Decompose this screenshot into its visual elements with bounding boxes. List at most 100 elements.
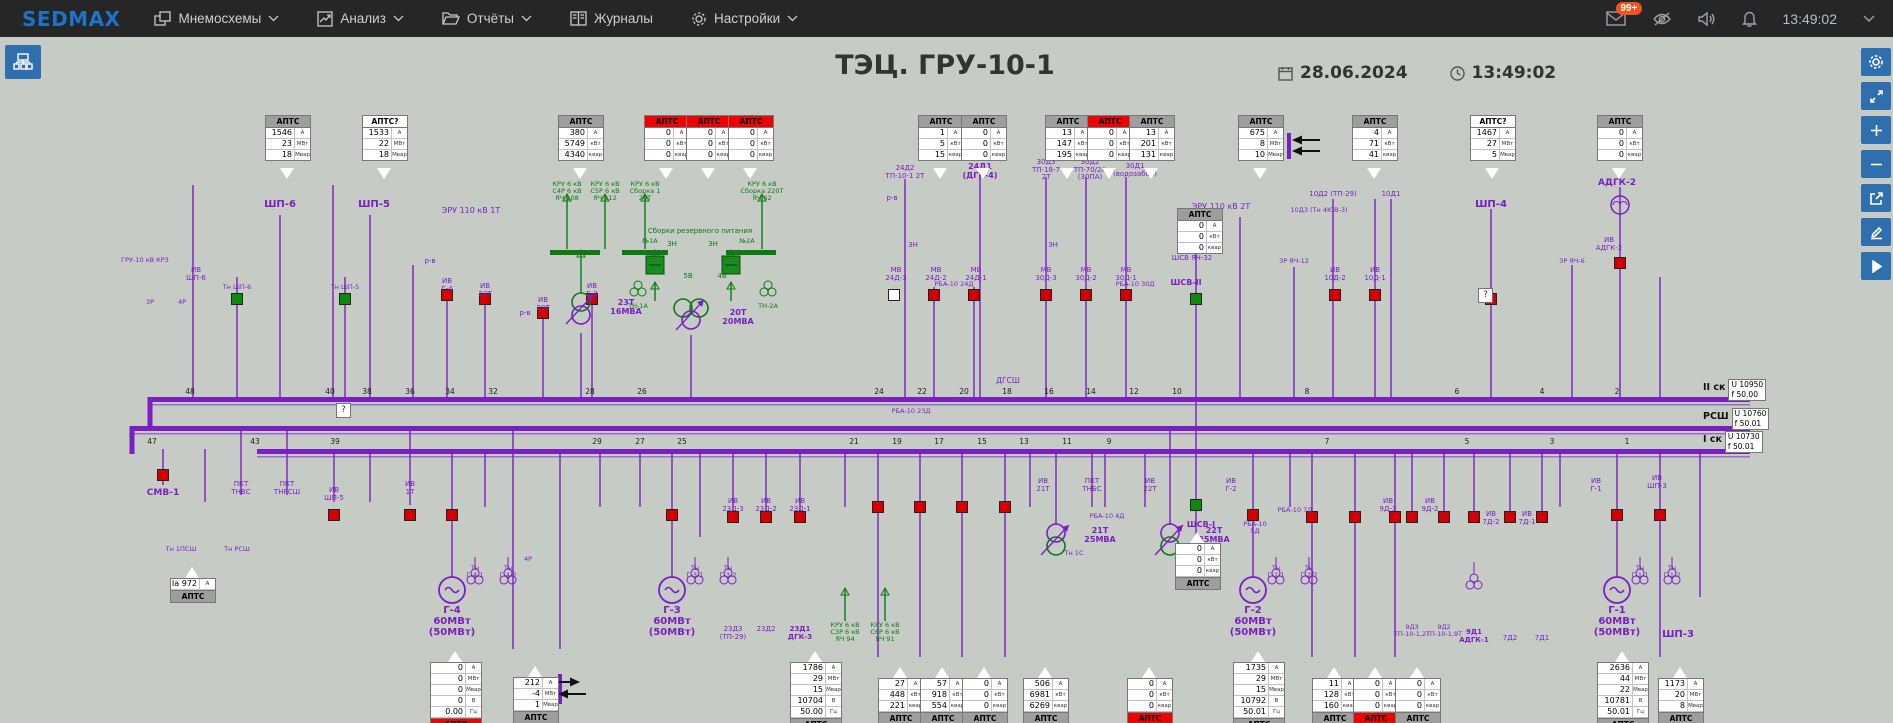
diagram-label: КРУ 6 кВ С6Р 6 кВ ЯЧ 91 [870, 621, 900, 644]
menu-item-1[interactable]: Мнемосхемы [154, 10, 279, 27]
diagram-label: №2А [739, 237, 755, 245]
aptc-label: АПТС [1659, 712, 1703, 723]
diagram-label: КРУ 6 кВ Сборка 1 20Т [629, 180, 661, 203]
diagram-label: ИВ Г-2 [1225, 477, 1237, 493]
bus-cell-number: 34 [445, 387, 455, 396]
aptc-label: АПТС [1598, 718, 1648, 723]
diagram-label: Сборки резервного питания [647, 227, 753, 235]
aptc-label: АПТС [1353, 116, 1397, 128]
diagram-label: 7Д1 [1534, 634, 1550, 642]
menu-item-2[interactable]: Анализ [317, 10, 404, 27]
diagram-label: МВ 30Д-1 [1115, 266, 1137, 282]
flow-direction-marker [185, 567, 199, 578]
diagram-label: ПКТ ТНВС [231, 480, 251, 496]
flow-direction-marker [1190, 532, 1204, 543]
menu-item-3[interactable]: Отчёты [441, 11, 532, 26]
menu-label: Мнемосхемы [178, 11, 262, 26]
diagram-label: СМВ-1 [146, 488, 180, 498]
diagram-label: ЭРУ 110 кВ 1Т [441, 206, 501, 215]
bus-cell-number: 13 [1019, 437, 1029, 446]
sound-icon[interactable] [1697, 11, 1716, 27]
generator-label: Г-3 60МВт (50МВт) [648, 605, 696, 638]
bus-cell-number: 27 [635, 437, 645, 446]
gear-button[interactable] [1861, 48, 1891, 76]
diagram-label: 4Р [523, 555, 533, 563]
bus-cell-number: 9 [1106, 437, 1112, 446]
bell-icon[interactable] [1741, 10, 1757, 27]
zoom-out-button[interactable] [1861, 150, 1891, 178]
scheme-tree-button[interactable] [5, 45, 41, 79]
diagram-label: Тн Г-3-1 [686, 564, 704, 580]
generator-label: Г-1 60МВт (50МВт) [1593, 605, 1641, 638]
export-button[interactable] [1861, 184, 1891, 212]
diagram-label: 30Д1 (водозабор) [1112, 162, 1158, 178]
diagram-label: МВ 30Д-3 [1035, 266, 1057, 282]
unknown-state-box: ? [1478, 288, 1493, 303]
mail-icon[interactable]: 99+ [1605, 2, 1643, 26]
edit-button[interactable] [1861, 218, 1891, 246]
bus-cell-number: 48 [185, 387, 195, 396]
busbar-name: II ск [1703, 382, 1726, 393]
mail-badge: 99+ [1615, 2, 1643, 15]
bus-cell-number: 38 [362, 387, 372, 396]
diagram-label: РБА-10 30Д [1115, 280, 1155, 288]
eye-off-icon[interactable] [1652, 11, 1672, 27]
busbar-name: I ск [1703, 434, 1722, 445]
diagram-label: ШП-3 [1662, 629, 1694, 640]
diagram-label: 30Д2 ТП-70/2А (30ПА) [1073, 158, 1107, 182]
diagram-label: ИВ 7Д-1 [1518, 510, 1536, 526]
generator-label: Г-2 60МВт (50МВт) [1229, 605, 1277, 638]
aptc-label: АПТС [171, 590, 215, 602]
bus-cell-number: 36 [405, 387, 415, 396]
zoom-in-button[interactable] [1861, 116, 1891, 144]
diagram-label: КРУ 6 кВ С4Р 6 кВ ЯЧ 108 [552, 180, 582, 203]
menu-item-4[interactable]: Журналы [570, 11, 653, 26]
diagram-label: 23Д3 (ТП-29) [719, 625, 747, 641]
diagram-label: ИВ Г-3 [586, 282, 598, 298]
flow-direction-marker [976, 168, 990, 179]
bus-cell-number: 40 [325, 387, 335, 396]
sedmax-logo: SEDMAX [22, 6, 121, 31]
diagram-label: РБА-10 7Д [1277, 506, 1313, 514]
diagram-label: р-в [424, 257, 436, 265]
diagram-label: 10Д3 (Тн 4ЮВ-3) [1290, 206, 1348, 214]
diagram-label: ТН-2А [758, 302, 778, 310]
diagram-label: р-в [886, 194, 898, 202]
flow-direction-marker [1102, 168, 1116, 179]
expand-button[interactable] [1861, 82, 1891, 110]
aptc-label: АПТС? [1471, 116, 1515, 128]
user-menu-chevron-icon[interactable] [1863, 15, 1875, 22]
play-button[interactable] [1861, 252, 1891, 280]
aptc-label: АПТС [1234, 718, 1284, 723]
bus-cell-number: 15 [977, 437, 987, 446]
bus-cell-number: 20 [959, 387, 969, 396]
menu-item-5[interactable]: Настройки [691, 11, 798, 27]
